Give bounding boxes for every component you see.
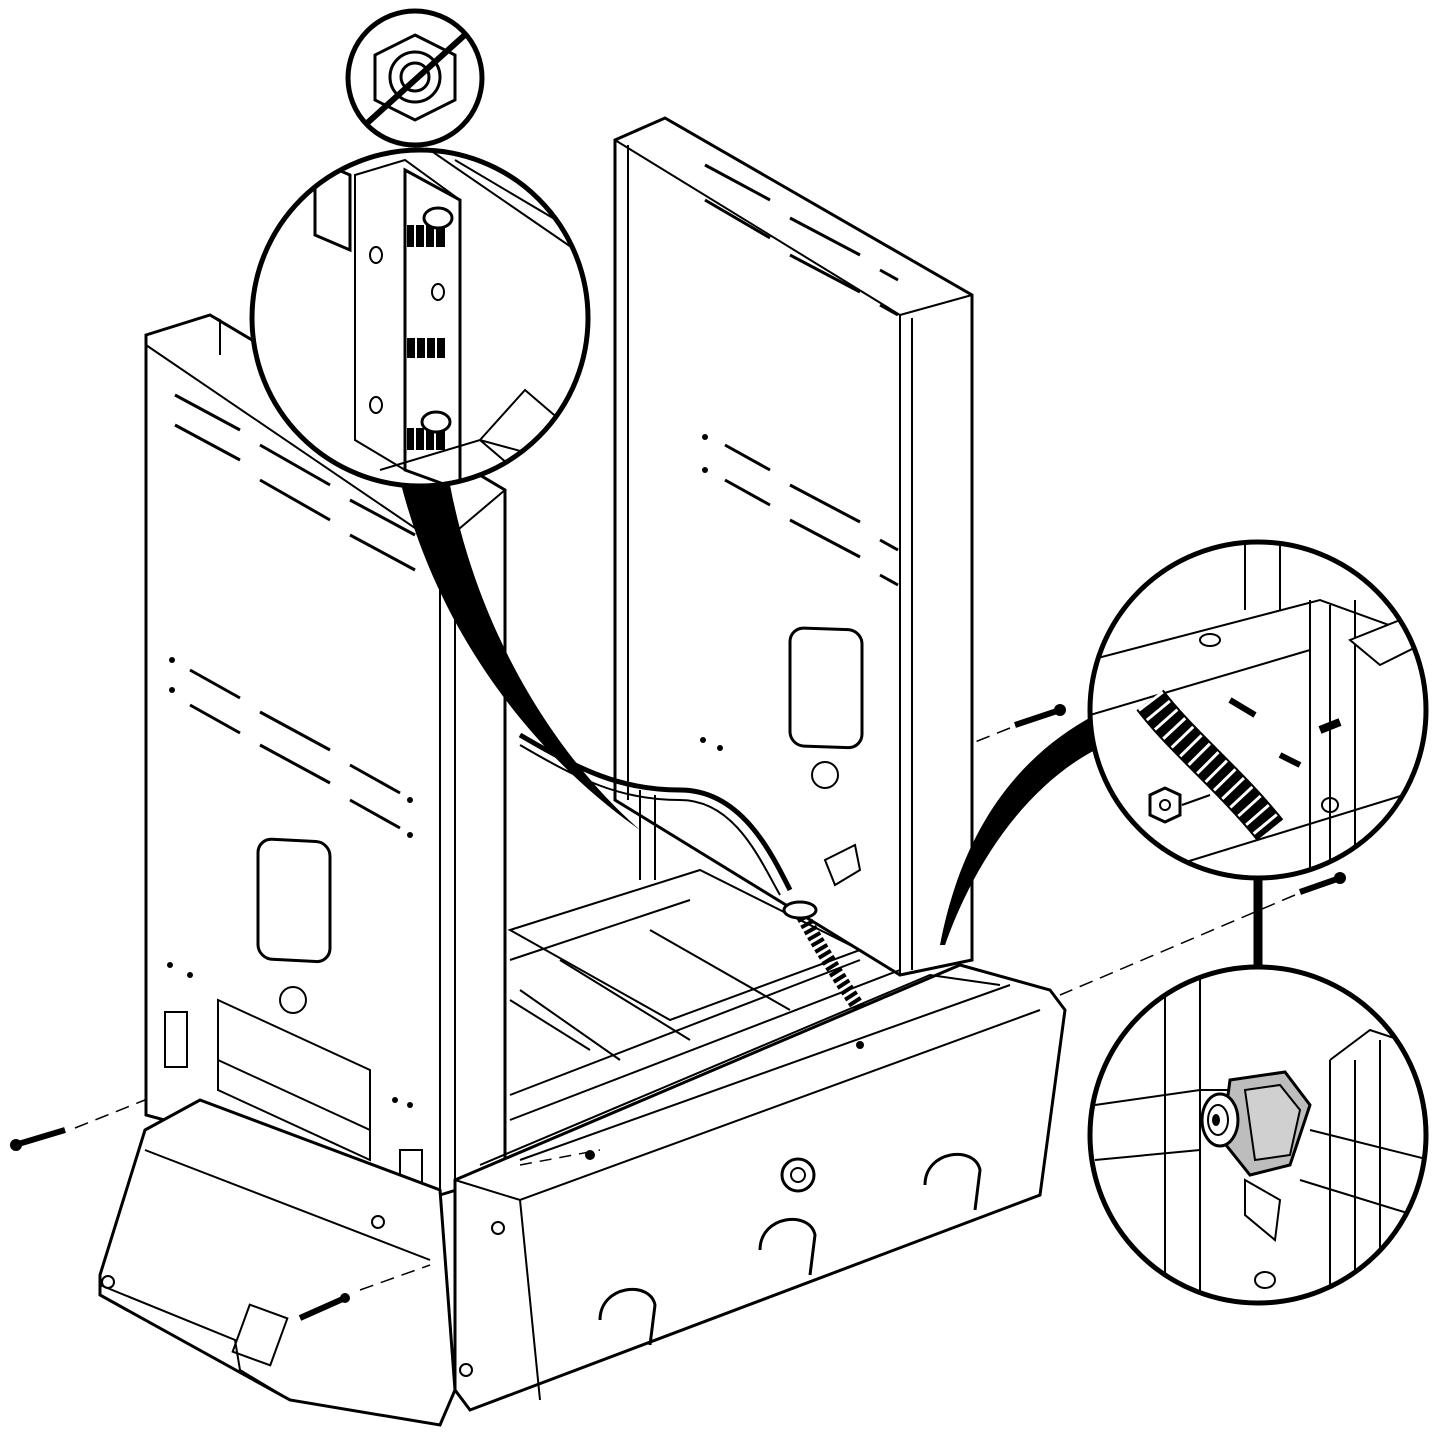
screw-icon: [1299, 872, 1346, 895]
screw-icon: [298, 1293, 350, 1321]
threaded-stud: [407, 338, 445, 358]
coil-spring: [1136, 689, 1284, 841]
burner-frame: [507, 790, 901, 1121]
control-knob-center: [780, 1157, 816, 1193]
left-panel-vent-slots: [174, 393, 416, 830]
back-panel-vent-slots: [704, 163, 899, 587]
no-locknut-icon: [345, 8, 485, 148]
back-panel-hole: [811, 761, 839, 789]
left-panel-cutout: [256, 837, 332, 964]
screw-icon: [10, 1127, 66, 1151]
screw-icon: [1014, 704, 1066, 728]
left-base-bracket: [98, 1098, 457, 1427]
threaded-stud: [407, 206, 454, 247]
callout-pointer-top: [400, 480, 640, 830]
fitting-washer: [1200, 1092, 1240, 1148]
control-knob-cutouts: [598, 1153, 982, 1346]
detail-view-hose-spring: [1087, 539, 1429, 881]
back-panel: [613, 116, 974, 977]
back-panel-cutout: [788, 626, 864, 750]
detail-view-valve-nut: [1087, 964, 1429, 1306]
control-panel: [453, 963, 1067, 1412]
detail-view-studs: [249, 147, 591, 489]
callout-pointer-right: [940, 715, 1105, 945]
left-panel-hole: [279, 986, 307, 1014]
threaded-stud: [407, 410, 452, 450]
